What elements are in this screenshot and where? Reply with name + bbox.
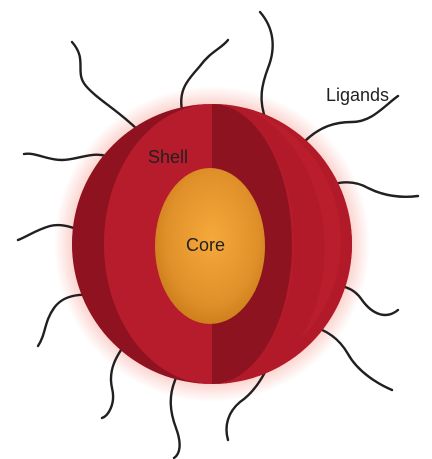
shell-label: Shell — [148, 147, 188, 167]
core-label: Core — [186, 235, 225, 255]
ligands-label: Ligands — [326, 85, 389, 105]
